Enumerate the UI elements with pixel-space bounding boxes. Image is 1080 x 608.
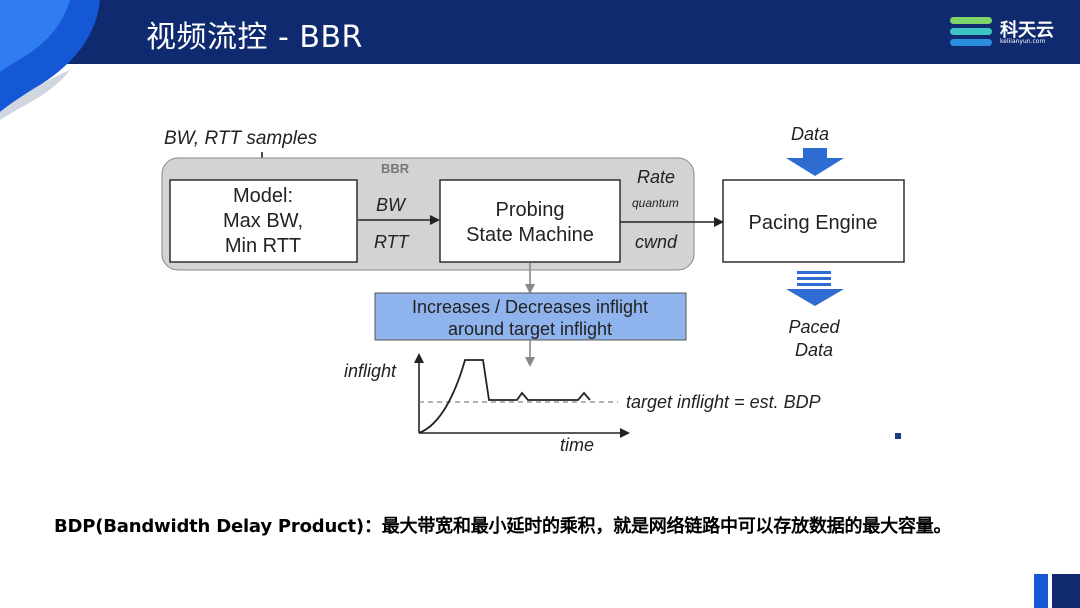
paced-data-icon xyxy=(786,271,844,306)
inflight-curve xyxy=(418,359,591,434)
pacing-engine-box xyxy=(722,179,905,263)
data-label: Data xyxy=(791,124,829,144)
target-inflight-label: target inflight = est. BDP xyxy=(626,392,821,412)
rtt-label: RTT xyxy=(374,232,411,252)
inflight-box-line-2: around target inflight xyxy=(448,319,612,339)
model-line-1: Model: xyxy=(233,185,293,207)
bw-label: BW xyxy=(376,195,407,215)
probing-line-2: State Machine xyxy=(466,224,594,246)
corner-decoration xyxy=(0,0,100,120)
data-in-arrow-icon xyxy=(786,148,844,176)
probing-line-1: Probing xyxy=(496,199,565,221)
page-title: 视频流控 - BBR xyxy=(146,20,363,55)
bbr-label: BBR xyxy=(381,161,410,176)
paced-line-2: Data xyxy=(795,340,833,360)
model-line-3: Min RTT xyxy=(225,235,301,257)
logo-icon xyxy=(950,17,992,46)
accent-bar xyxy=(1034,574,1048,608)
accent-bar-dark xyxy=(1052,574,1080,608)
rate-label: Rate xyxy=(637,167,675,187)
cwnd-label: cwnd xyxy=(635,232,678,252)
header-bar xyxy=(0,0,1080,64)
paced-line-1: Paced xyxy=(788,317,840,337)
probing-box xyxy=(439,179,621,263)
quantum-label: quantum xyxy=(632,196,679,210)
model-box xyxy=(169,179,358,263)
inflight-axis-label: inflight xyxy=(344,361,397,381)
bdp-caption: BDP(Bandwidth Delay Product)：最大带宽和最小延时的乘… xyxy=(54,516,952,537)
time-axis-label: time xyxy=(560,435,594,455)
inflight-box-line-1: Increases / Decreases inflight xyxy=(412,297,648,317)
small-marker xyxy=(895,433,901,439)
logo-domain: keliianyun.com xyxy=(1000,38,1046,45)
model-line-2: Max BW, xyxy=(223,210,303,232)
pacing-engine-label: Pacing Engine xyxy=(749,212,878,234)
inflight-control-box xyxy=(374,292,687,341)
samples-label: BW, RTT samples xyxy=(164,128,318,149)
logo-name: 科天云 xyxy=(1000,20,1054,41)
